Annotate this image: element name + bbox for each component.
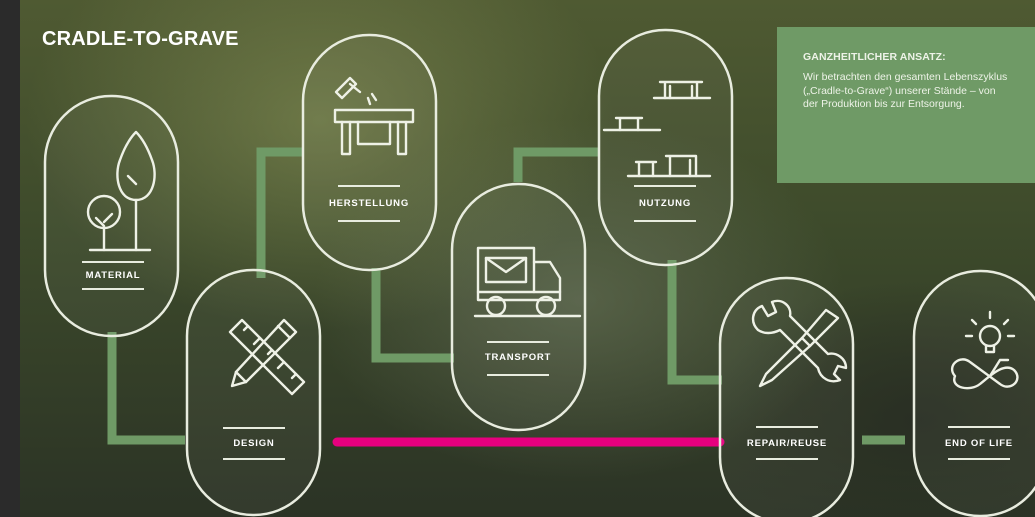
capsule-herstellung xyxy=(301,33,438,272)
connector-transport-nutzung xyxy=(513,147,600,182)
table-fabrication-icon xyxy=(333,76,415,156)
stage-label-nutzung: NUTZUNG xyxy=(638,198,692,209)
diagram-graphics xyxy=(43,28,1035,517)
truck-icon xyxy=(473,246,582,318)
connector-design-herstellung xyxy=(256,147,302,278)
info-box-heading: GANZHEITLICHER ANSATZ: xyxy=(803,51,946,63)
capsule-nutzung xyxy=(597,28,734,267)
stage-label-herstellung: HERSTELLUNG xyxy=(328,198,410,209)
stage-label-design: DESIGN xyxy=(233,438,275,449)
connector-herstellung-transport xyxy=(371,268,454,363)
connector-material-design xyxy=(107,332,185,445)
stage-label-transport: TRANSPORT xyxy=(484,352,552,363)
tables-icon xyxy=(602,80,712,178)
capsule-design xyxy=(185,268,322,517)
infographic-canvas: CRADLE-TO-GRAVE GANZHEITLICHER ANSATZ: W… xyxy=(20,0,1035,517)
info-box-text: Wir betrachten den gesamten Lebenszyklus… xyxy=(803,71,1008,110)
capsule-transport xyxy=(450,182,587,432)
connector-nutzung-repair xyxy=(667,260,722,385)
pencil-ruler-icon xyxy=(228,318,306,396)
page-title: CRADLE-TO-GRAVE xyxy=(42,28,239,50)
stage-label-end-of-life: END OF LIFE xyxy=(945,438,1013,449)
info-box: GANZHEITLICHER ANSATZ: Wir betrachten de… xyxy=(777,27,1035,183)
stage-label-repair-reuse: REPAIR/REUSE xyxy=(746,438,828,449)
trees-icon xyxy=(86,130,156,252)
capsule-endoflife xyxy=(912,269,1035,517)
tools-icon xyxy=(751,299,848,388)
recycle-lightbulb-icon xyxy=(950,310,1019,390)
stage-label-material: MATERIAL xyxy=(85,270,141,281)
